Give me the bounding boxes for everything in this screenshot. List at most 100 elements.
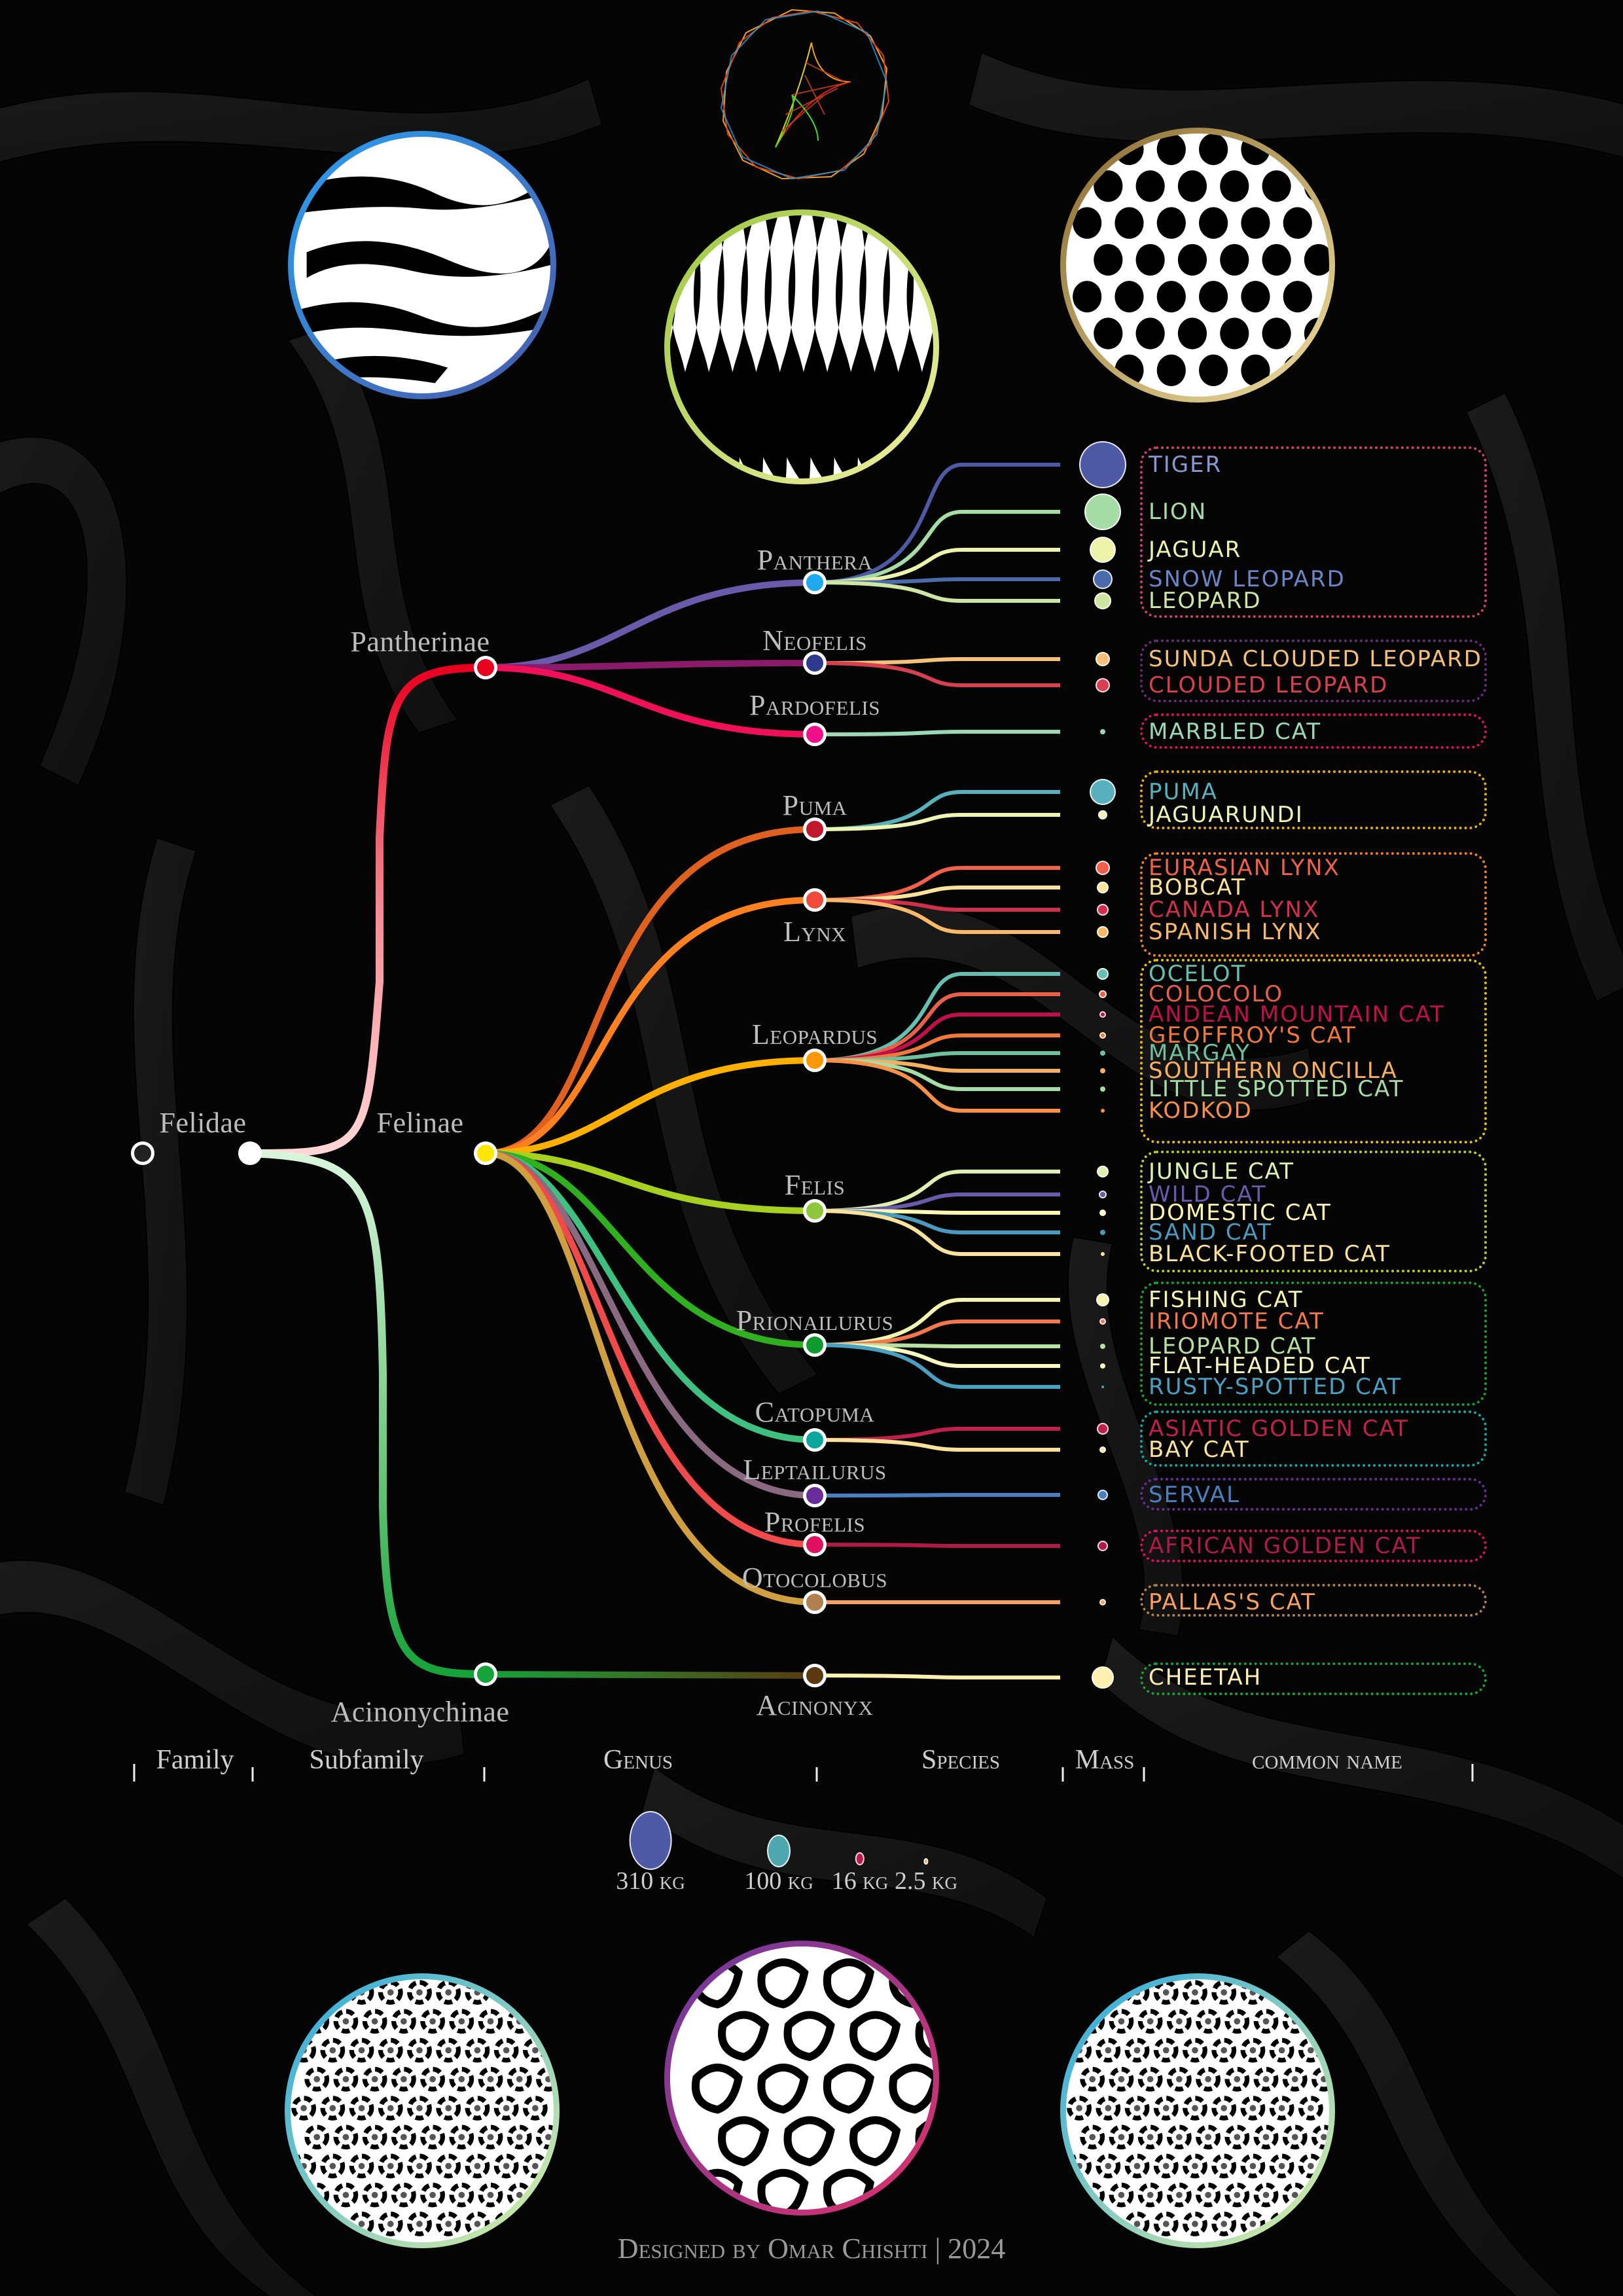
species-name: Sunda Clouded Leopard xyxy=(1149,646,1482,672)
tiger-fur-pattern xyxy=(664,209,939,484)
snow-leopard-pattern xyxy=(1060,1973,1335,2248)
axis-label: Genus xyxy=(603,1745,673,1775)
axis-label: Family xyxy=(156,1745,234,1775)
genus-label: Otocolobus xyxy=(741,1562,888,1594)
mass-dot xyxy=(1079,441,1126,488)
species-name: Sand Cat xyxy=(1149,1219,1273,1246)
species-group-box xyxy=(1140,713,1487,749)
mass-dot xyxy=(1099,1011,1106,1018)
species-name: Snow Leopard xyxy=(1149,566,1346,592)
species-group-box xyxy=(1140,1530,1487,1562)
genus-label: Pardofelis xyxy=(749,689,880,721)
mass-dot xyxy=(1100,1363,1105,1369)
species-group-box xyxy=(1140,446,1487,618)
species-name: Ocelot xyxy=(1149,961,1247,987)
species-name: African Golden Cat xyxy=(1149,1533,1421,1559)
subfamily-label: Pantherinae xyxy=(350,626,490,658)
legend-dot xyxy=(629,1811,672,1870)
species-name: Rusty-Spotted Cat xyxy=(1149,1374,1402,1400)
species-name: Geoffroy's Cat xyxy=(1149,1022,1357,1049)
species-name: Cheetah xyxy=(1149,1664,1262,1691)
genus-node xyxy=(803,817,827,841)
genus-node xyxy=(803,1664,827,1687)
mass-dot xyxy=(1097,1541,1108,1551)
species-name: Spanish Lynx xyxy=(1149,919,1322,945)
genus-label: Neofelis xyxy=(762,624,867,656)
subfamily-node xyxy=(474,1141,497,1165)
species-group-box xyxy=(1140,1478,1487,1511)
species-name: Lion xyxy=(1149,499,1207,525)
mass-dot xyxy=(1101,1109,1105,1113)
species-name: Jaguar xyxy=(1149,537,1242,563)
genus-label: Panthera xyxy=(757,544,873,576)
mass-dot xyxy=(1092,1666,1114,1689)
mass-dot xyxy=(1097,904,1109,916)
mass-dot xyxy=(1097,1423,1109,1435)
species-group-box xyxy=(1140,959,1487,1143)
legend-label: 16 kg xyxy=(831,1867,889,1895)
species-name: Andean Mountain Cat xyxy=(1149,1001,1446,1028)
species-name: Southern Oncilla xyxy=(1149,1058,1398,1084)
genus-node xyxy=(803,1428,827,1452)
mass-dot xyxy=(1090,779,1116,805)
axis-label: Subfamily xyxy=(309,1745,424,1775)
mass-dot xyxy=(1099,1191,1107,1198)
species-name: Little Spotted Cat xyxy=(1149,1076,1404,1102)
genus-label: Felis xyxy=(784,1169,846,1201)
mass-dot xyxy=(1097,882,1109,893)
genus-node xyxy=(803,1333,827,1357)
mass-dot xyxy=(1101,1386,1104,1388)
genus-node xyxy=(803,1199,827,1223)
genus-label: Lynx xyxy=(783,916,847,948)
genus-label: Leopardus xyxy=(751,1018,878,1050)
family-label: Felidae xyxy=(159,1107,247,1139)
subfamily-node xyxy=(474,1662,497,1686)
genus-node xyxy=(803,1049,827,1072)
species-group-box xyxy=(1140,1584,1487,1617)
mass-dot xyxy=(1101,1252,1105,1256)
mass-dot xyxy=(1099,1318,1106,1325)
subfamily-node xyxy=(474,656,497,679)
species-name: Iriomote Cat xyxy=(1149,1308,1325,1335)
mass-dot xyxy=(1097,1166,1109,1177)
mass-dot xyxy=(1100,1344,1105,1349)
axis-label: Mass xyxy=(1075,1745,1135,1775)
mass-dot xyxy=(1096,1293,1109,1306)
subfamily-label: Felinae xyxy=(376,1107,464,1139)
species-group-box xyxy=(1140,1662,1487,1695)
mass-dot xyxy=(1100,1230,1105,1235)
mass-dot xyxy=(1096,678,1110,692)
species-name: Puma xyxy=(1149,779,1218,805)
species-name: Fishing Cat xyxy=(1149,1287,1304,1313)
species-name: Asiatic Golden Cat xyxy=(1149,1416,1409,1442)
species-name: Bobcat xyxy=(1149,874,1247,901)
species-name: Jungle Cat xyxy=(1149,1158,1295,1185)
species-name: Black-Footed Cat xyxy=(1149,1241,1391,1267)
species-group-box xyxy=(1140,639,1487,702)
species-name: Clouded Leopard xyxy=(1149,672,1389,698)
species-name: Jaguarundi xyxy=(1149,802,1304,828)
jaguar-rosettes-pattern xyxy=(285,1973,560,2248)
mass-dot xyxy=(1100,729,1105,734)
genus-label: Puma xyxy=(782,789,847,821)
species-name: Kodkod xyxy=(1149,1098,1253,1124)
legend-dot xyxy=(923,1858,929,1865)
species-name: Marbled Cat xyxy=(1149,719,1322,745)
species-name: Flat-Headed Cat xyxy=(1149,1353,1371,1379)
genus-node xyxy=(803,571,827,594)
mass-dot xyxy=(1100,1068,1105,1073)
mass-dot xyxy=(1094,592,1111,609)
designer-credit: Designed by Omar Chishti | 2024 xyxy=(617,2233,1006,2265)
species-name: Tiger xyxy=(1149,452,1222,478)
mass-dot xyxy=(1099,1599,1106,1605)
genus-node xyxy=(803,1533,827,1556)
genus-label: Acinonyx xyxy=(756,1689,874,1721)
species-name: Leopard xyxy=(1149,588,1262,614)
mass-dot xyxy=(1099,1032,1106,1039)
axis-label: Species xyxy=(921,1745,1001,1775)
species-group-box xyxy=(1140,1151,1487,1272)
clouded-leopard-pattern xyxy=(664,1941,939,2215)
genus-node xyxy=(803,723,827,746)
mass-dot xyxy=(1099,1210,1106,1216)
